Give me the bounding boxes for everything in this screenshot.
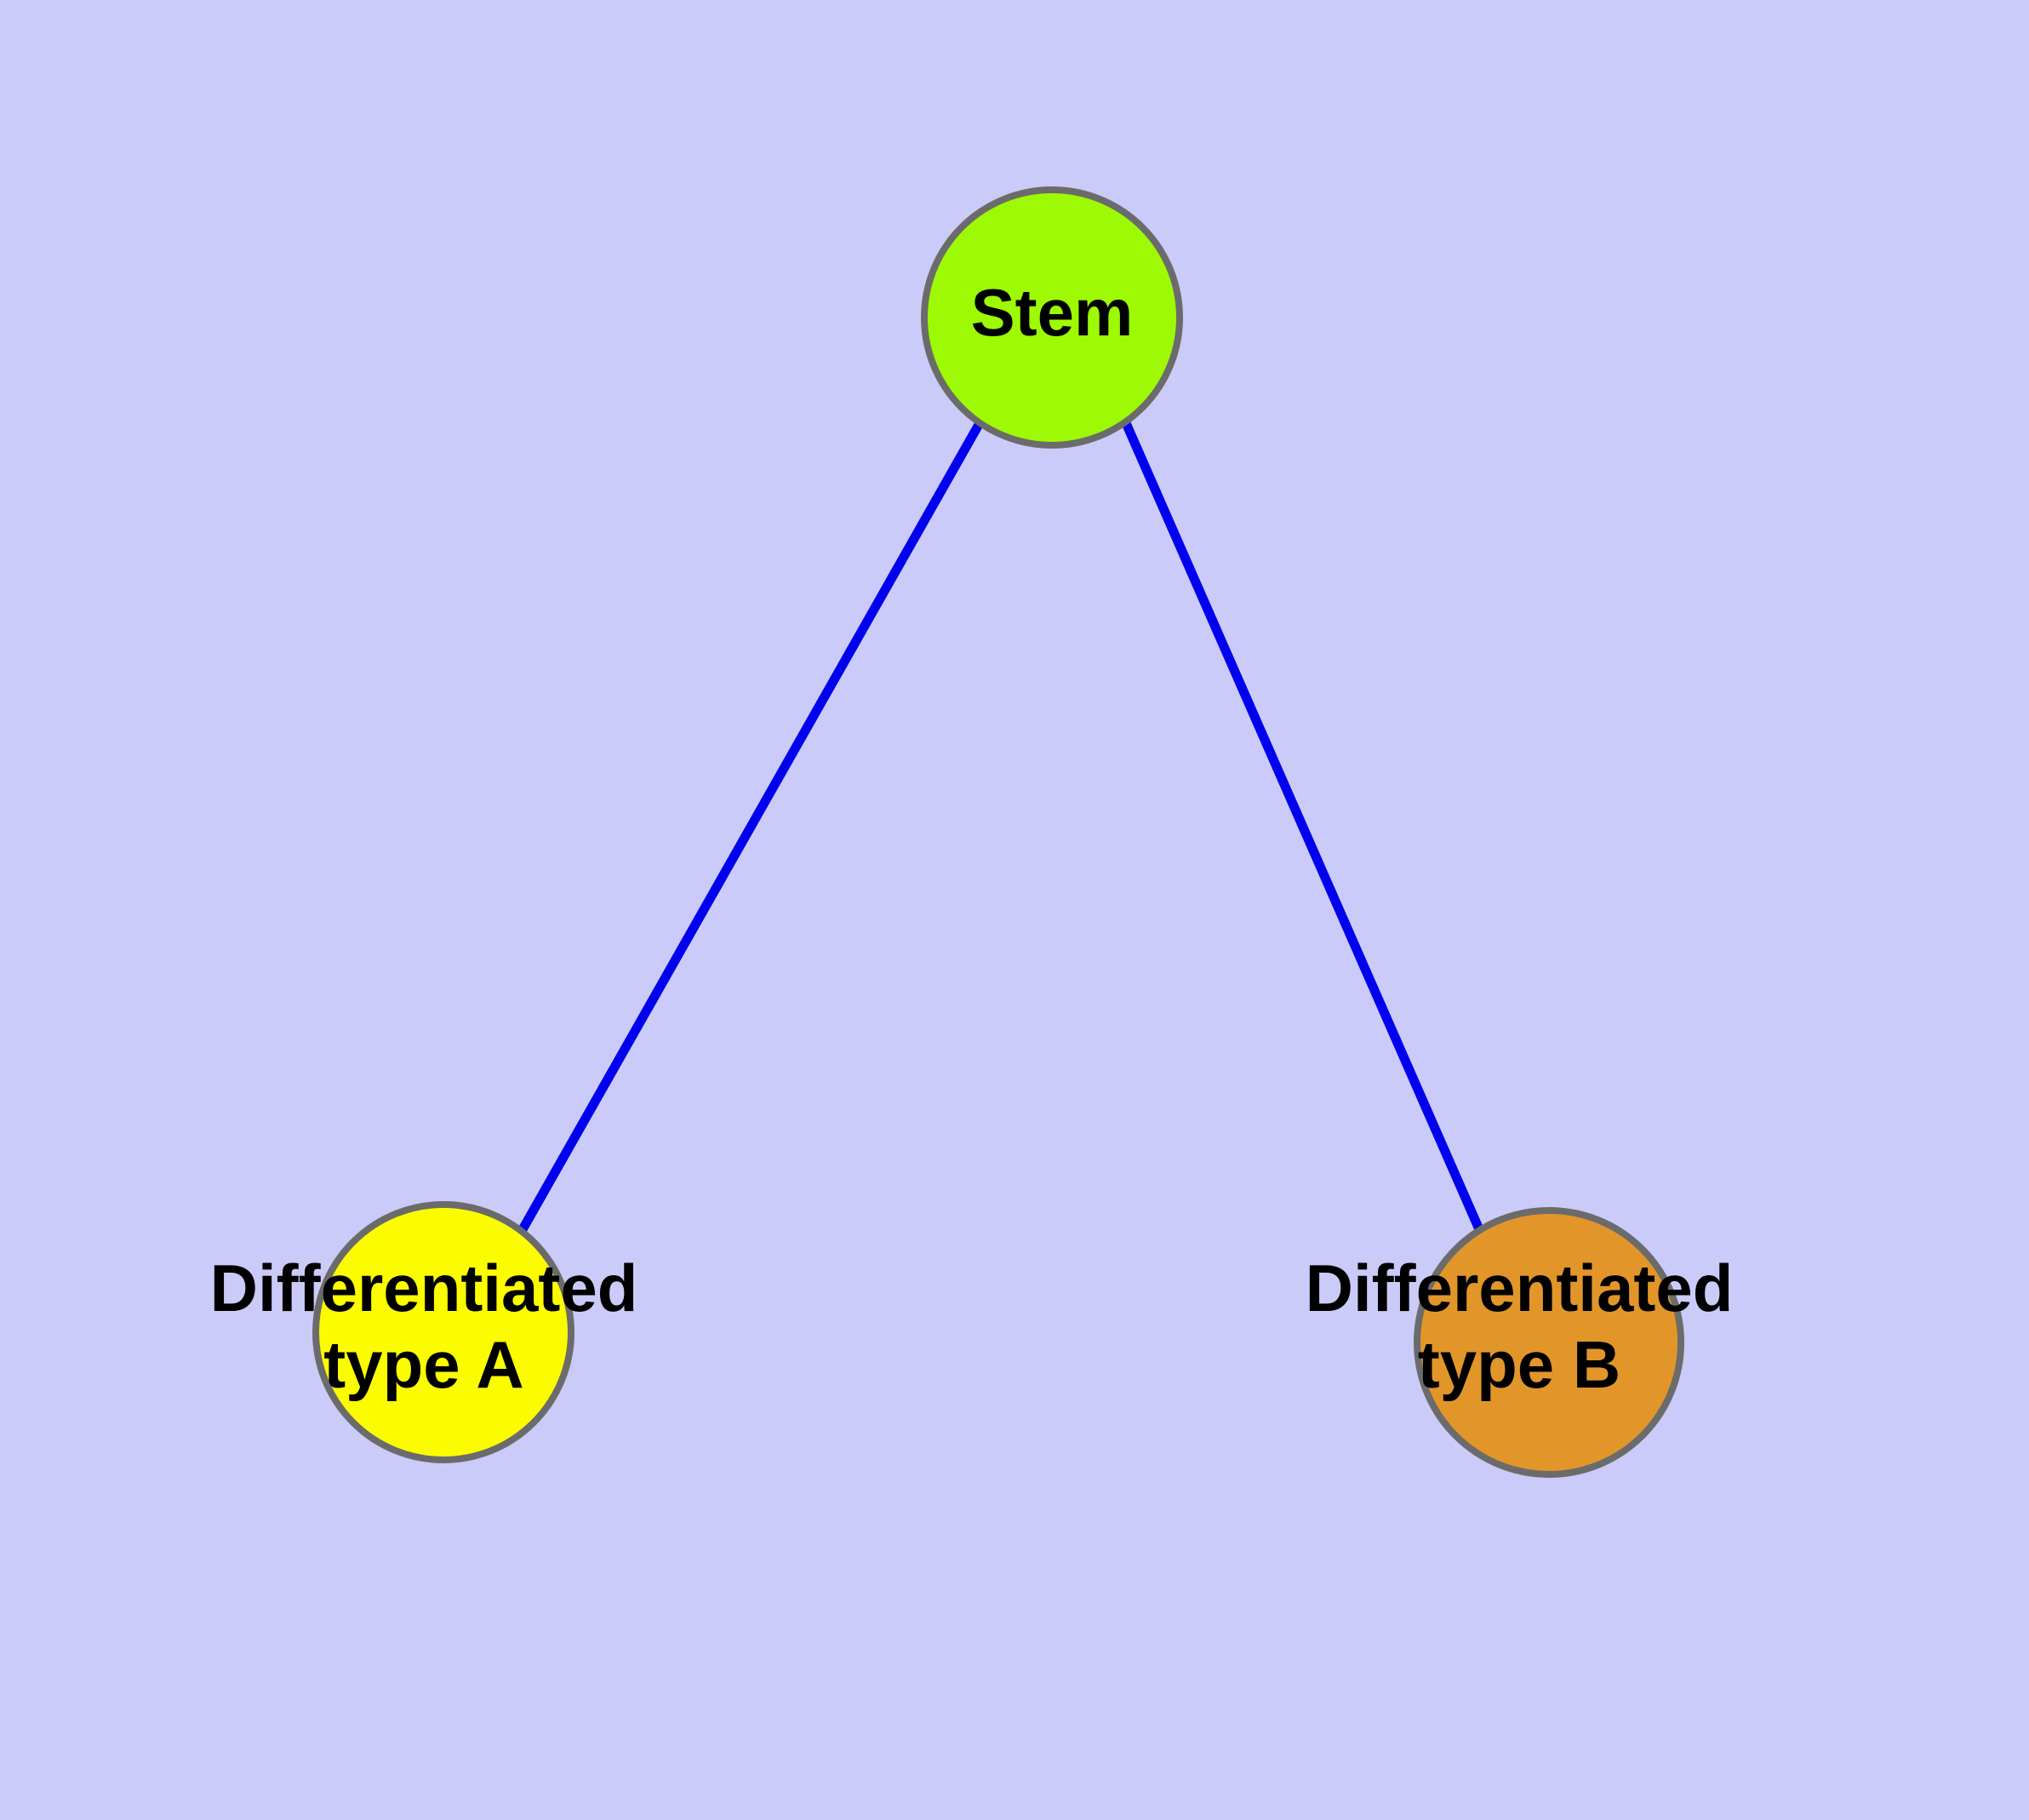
node-circle-stem[interactable] [921, 186, 1183, 449]
node-label-line: Differentiated [1306, 1250, 1734, 1325]
node-label-line: Differentiated [210, 1250, 638, 1325]
node-label-line: Stem [971, 275, 1134, 350]
node-circle-diff_a[interactable] [312, 1201, 574, 1463]
graph-node-diff_a[interactable] [312, 1201, 574, 1463]
graph-edge[interactable] [517, 421, 984, 1233]
node-label-stem: Stem [971, 275, 1134, 350]
node-label-line: type B [1418, 1327, 1620, 1402]
node-label-line: type A [323, 1327, 524, 1402]
graph-node-diff_b[interactable] [1414, 1207, 1684, 1478]
edge-layer [517, 421, 1487, 1238]
node-circle-diff_b[interactable] [1414, 1207, 1684, 1478]
graph-node-stem[interactable] [921, 186, 1183, 449]
graph-edge[interactable] [1121, 421, 1487, 1238]
